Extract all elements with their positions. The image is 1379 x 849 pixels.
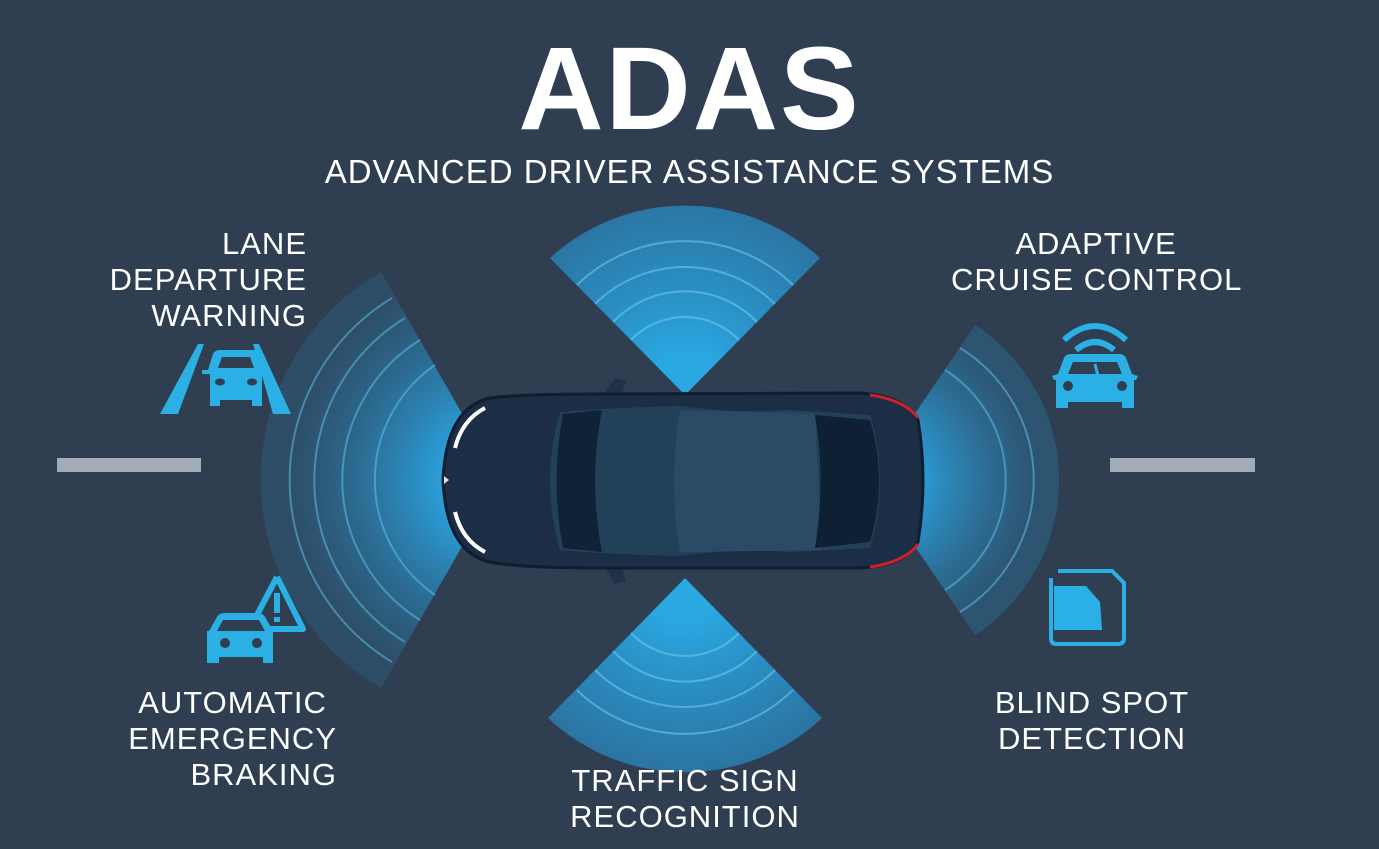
label-line: BRAKING — [190, 757, 337, 792]
sensor-field-rear — [548, 578, 822, 773]
label-line: LANE — [222, 226, 307, 261]
feature-traffic-sign-label: TRAFFIC SIGN RECOGNITION — [560, 763, 810, 835]
adaptive-cruise-icon — [1052, 323, 1138, 408]
emergency-braking-icon — [207, 575, 306, 663]
label-line: AUTOMATIC — [138, 685, 327, 720]
label-line: TRAFFIC SIGN — [571, 763, 799, 798]
label-line: RECOGNITION — [570, 799, 800, 834]
page-title: ADAS — [518, 23, 861, 155]
feature-emergency-braking-label: AUTOMATIC EMERGENCY BRAKING — [128, 685, 337, 793]
sensor-field-front — [550, 205, 820, 395]
lane-departure-icon — [160, 344, 291, 414]
car-top-view — [441, 378, 925, 584]
feature-lane-departure-label: LANE DEPARTURE WARNING — [110, 226, 307, 334]
feature-adaptive-cruise-label: ADAPTIVE CRUISE CONTROL — [951, 226, 1241, 298]
label-line: EMERGENCY — [128, 721, 337, 756]
road-marking-right — [1110, 458, 1255, 472]
label-line: ADAPTIVE — [1015, 226, 1177, 261]
sensor-field-right — [870, 325, 1060, 635]
label-line: DETECTION — [997, 721, 1187, 756]
sensor-field-left — [260, 272, 500, 688]
road-marking-left — [57, 458, 201, 472]
feature-blind-spot-label: BLIND SPOT DETECTION — [992, 685, 1192, 757]
blind-spot-icon — [1049, 569, 1126, 646]
page-subtitle: ADVANCED DRIVER ASSISTANCE SYSTEMS — [324, 153, 1055, 190]
label-line: CRUISE CONTROL — [951, 262, 1243, 297]
label-line: WARNING — [151, 298, 307, 333]
label-line: DEPARTURE — [109, 262, 307, 297]
label-line: BLIND SPOT — [994, 685, 1190, 720]
